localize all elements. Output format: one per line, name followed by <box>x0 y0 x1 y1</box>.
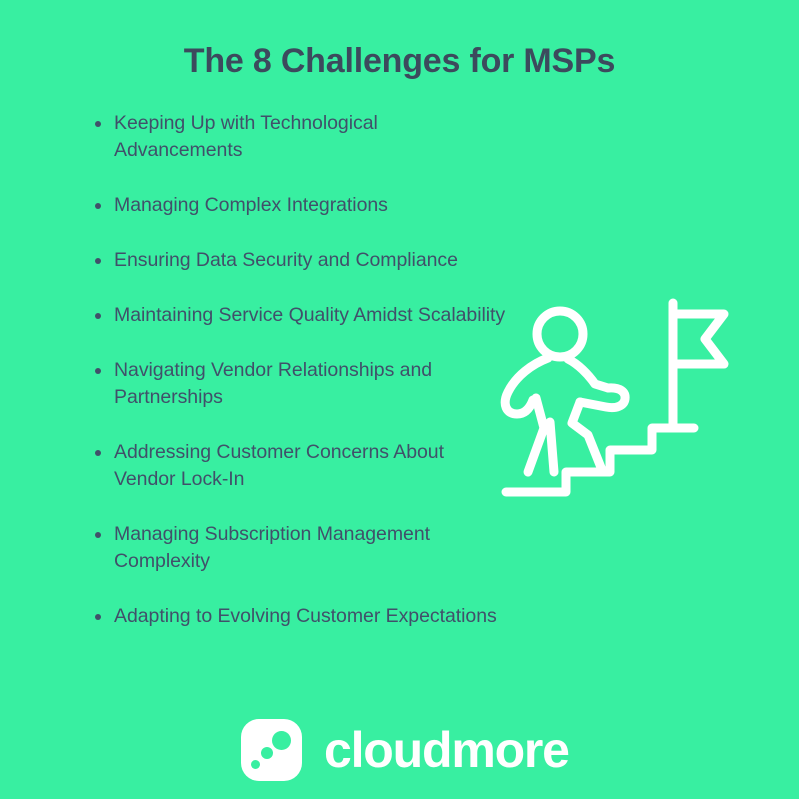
figure-back-leg-shape <box>523 393 549 477</box>
page-title: The 8 Challenges for MSPs <box>183 42 616 80</box>
list-item-label: Managing Subscription Management Complex… <box>114 523 431 572</box>
list-item-label: Navigating Vendor Relationships and Part… <box>114 359 433 408</box>
bullet-icon <box>95 258 101 264</box>
list-item: Ensuring Data Security and Compliance <box>90 247 510 274</box>
list-item: Maintaining Service Quality Amidst Scala… <box>90 302 510 329</box>
bullet-icon <box>95 368 101 374</box>
list-item: Navigating Vendor Relationships and Part… <box>90 357 510 411</box>
list-item: Managing Subscription Management Complex… <box>90 521 510 575</box>
figure-front-leg-shape <box>567 397 607 475</box>
bullet-icon <box>95 532 101 538</box>
logo-dot-medium-icon <box>261 747 273 759</box>
list-item-label: Ensuring Data Security and Compliance <box>114 249 458 271</box>
list-item-label: Maintaining Service Quality Amidst Scala… <box>114 304 506 326</box>
list-item: Addressing Customer Concerns About Vendo… <box>90 439 510 493</box>
challenge-list: Keeping Up with Technological Advancemen… <box>90 110 510 630</box>
cloudmore-mark-icon <box>241 719 302 781</box>
flag-banner-shape <box>668 309 729 369</box>
bullet-icon <box>95 203 101 209</box>
bullet-icon <box>95 450 101 456</box>
cloudmore-logo: cloudmore <box>241 719 570 781</box>
figure-forward-arm-shape <box>575 383 630 413</box>
bullet-icon <box>95 614 101 620</box>
list-item-label: Managing Complex Integrations <box>114 194 388 216</box>
figure-head-shape <box>532 306 588 362</box>
climbing-stairs-illustration <box>492 292 742 507</box>
logo-wordmark: cloudmore <box>324 722 570 778</box>
list-item: Adapting to Evolving Customer Expectatio… <box>90 603 510 630</box>
figure-shoulder-shape <box>563 354 613 393</box>
figure-trailing-leg-shape <box>545 417 559 477</box>
list-item: Keeping Up with Technological Advancemen… <box>90 110 510 164</box>
staircase-shape <box>501 423 699 497</box>
logo-dot-small-icon <box>251 760 260 769</box>
list-item: Managing Complex Integrations <box>90 192 510 219</box>
figure-back-arm-shape <box>500 353 553 419</box>
bullet-icon <box>95 313 101 319</box>
logo-dot-large-icon <box>272 731 291 750</box>
bullet-icon <box>95 121 101 127</box>
climbing-stairs-icon <box>500 298 729 497</box>
list-item-label: Keeping Up with Technological Advancemen… <box>114 112 378 161</box>
list-item-label: Adapting to Evolving Customer Expectatio… <box>114 605 497 627</box>
list-item-label: Addressing Customer Concerns About Vendo… <box>114 441 444 490</box>
